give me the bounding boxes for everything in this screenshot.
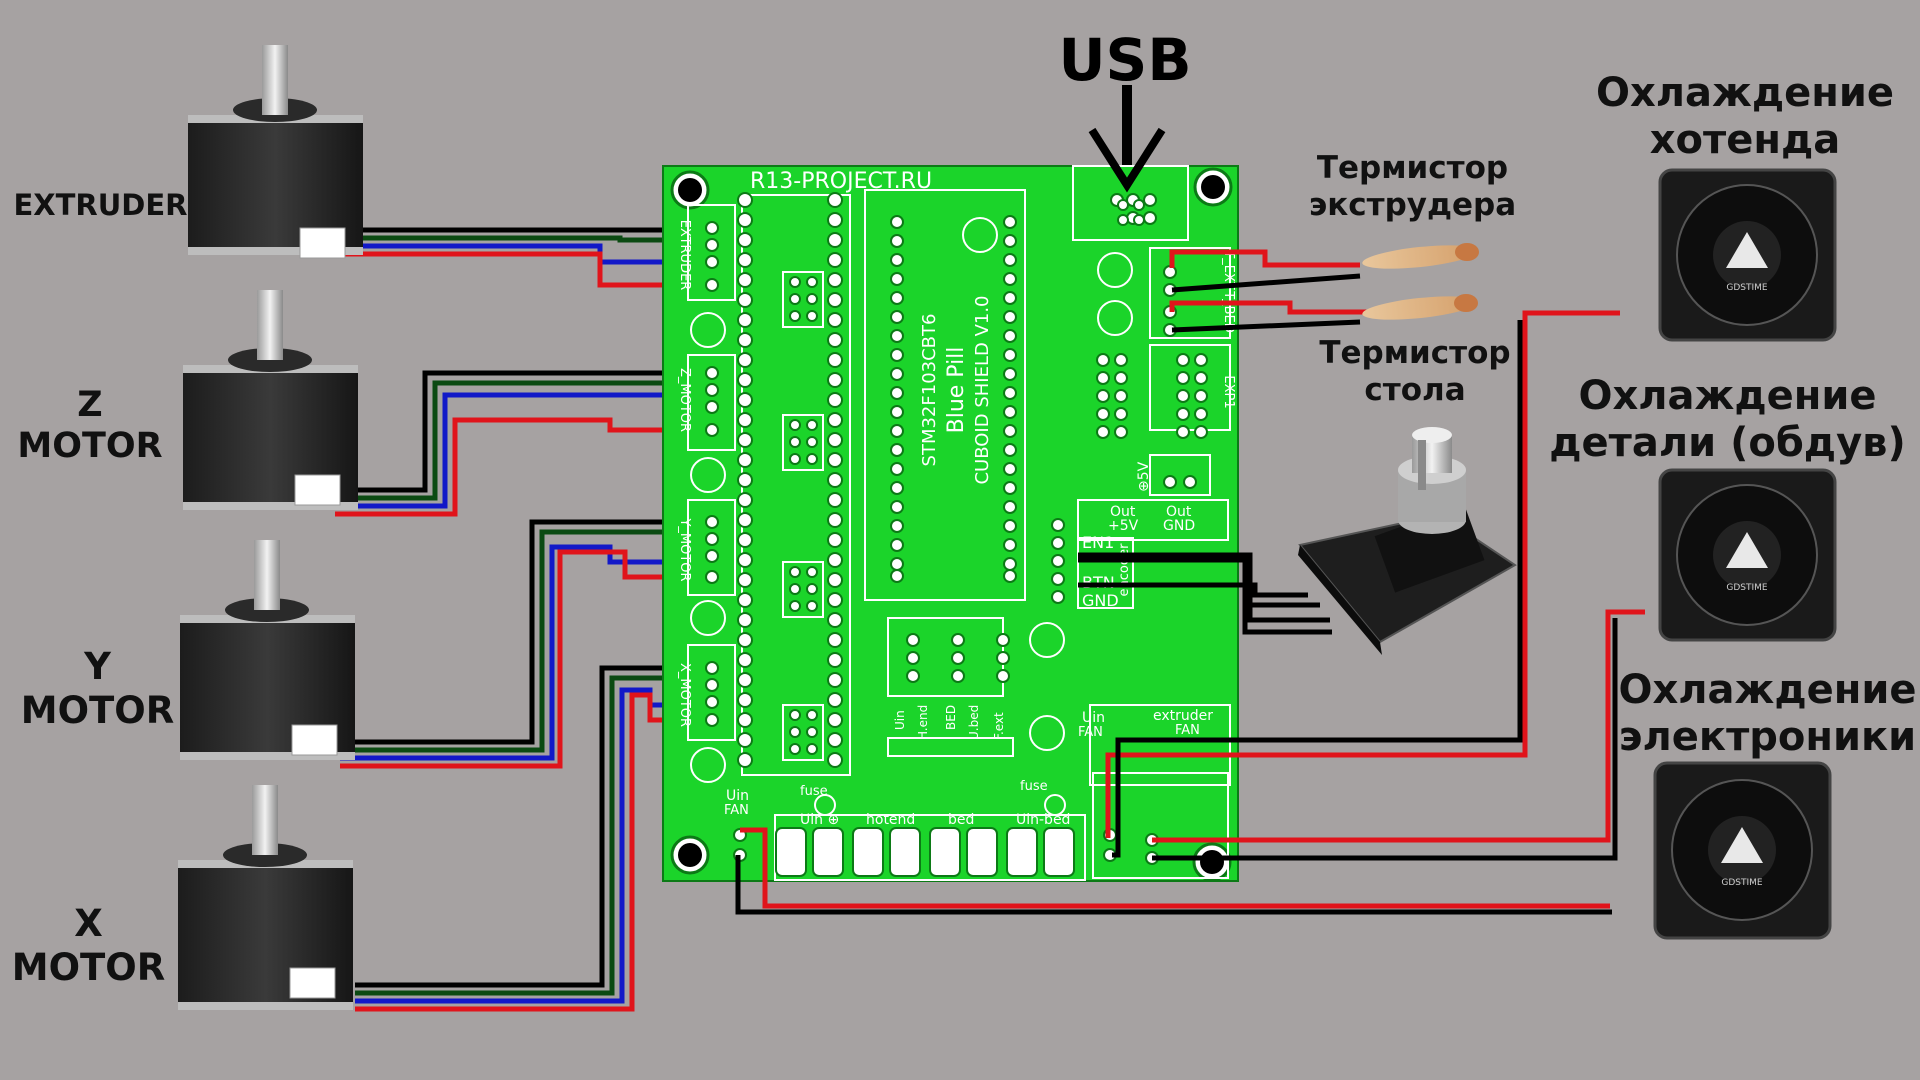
usb-arrow: USB bbox=[1058, 26, 1192, 193]
extruder-motor bbox=[188, 45, 363, 259]
bluepill-title: Blue Pill bbox=[944, 347, 969, 434]
motor-label-y: Y MOTOR bbox=[10, 645, 185, 732]
driver-label-y: Y_MOTOR bbox=[677, 517, 692, 581]
fan-wires bbox=[735, 310, 1645, 915]
bluepill-line1: STM32F103CBT6 bbox=[919, 314, 940, 467]
uin-fan-label-b: FAN bbox=[1078, 725, 1103, 740]
thermistor-label-line: экструдера bbox=[1308, 186, 1517, 223]
vert-label-bed: BED bbox=[944, 705, 958, 730]
uin-fan-label-a: Uin bbox=[1082, 710, 1105, 726]
motor-label-z: Z MOTOR bbox=[10, 385, 170, 468]
fan-label-part: Охлаждение детали (обдув) bbox=[1540, 373, 1915, 467]
motor-label-line: X bbox=[74, 902, 103, 945]
fuse-label: fuse bbox=[800, 784, 828, 799]
motor-label-line: EXTRUDER bbox=[13, 188, 188, 222]
motor-label-x: X MOTOR bbox=[6, 902, 171, 989]
vert-label-hend: H.end bbox=[916, 705, 930, 740]
fan-label-line: Охлаждение bbox=[1618, 667, 1917, 713]
vert-label-ubed: U.bed bbox=[967, 705, 981, 740]
exp1-label: EXP1 bbox=[1221, 375, 1236, 408]
motor-label-line: Z bbox=[77, 385, 103, 425]
thermistor-bed bbox=[1169, 294, 1478, 333]
fan-brand-label: GDSTIME bbox=[1726, 583, 1768, 593]
fan-label-line: Охлаждение bbox=[1578, 373, 1877, 419]
motor-connectors bbox=[705, 221, 719, 727]
motor-label-line: MOTOR bbox=[11, 945, 166, 989]
uin-bed-label: Uin-bed bbox=[1016, 812, 1070, 828]
t-ext-label: T_EXT bbox=[1221, 249, 1236, 289]
fan-hotend: GDSTIME bbox=[1658, 168, 1837, 342]
fan-brand-label: GDSTIME bbox=[1721, 878, 1763, 888]
vert-label-uin: Uin bbox=[893, 710, 907, 730]
thermistor-label-line: стола bbox=[1364, 371, 1466, 408]
fan-label-line: Охлаждение bbox=[1595, 70, 1895, 116]
fan-brand-label: GDSTIME bbox=[1726, 283, 1768, 293]
bluepill-line2: CUBOID SHIELD V1.0 bbox=[972, 295, 993, 484]
control-board: R13-PROJECT.RU Blue Pill STM32F103CBT6 C… bbox=[662, 165, 1239, 882]
motor-label-line: Y bbox=[84, 645, 111, 688]
out-gnd-label-b: GND bbox=[1163, 518, 1195, 534]
out-5v-label-a: Out bbox=[1110, 504, 1136, 520]
motor-label-line: MOTOR bbox=[17, 426, 163, 467]
bed-label: bed bbox=[948, 812, 974, 828]
bluepill-headers bbox=[890, 215, 1017, 583]
thermistor-label-line: Термистор bbox=[1319, 335, 1511, 371]
fuse2-label: fuse bbox=[1020, 779, 1048, 794]
out-5v-label-b: +5V bbox=[1108, 518, 1139, 534]
fan-label-line: электроники bbox=[1618, 714, 1917, 761]
encoder-board-label: encoder bbox=[1117, 543, 1132, 597]
en1-label: EN1 bbox=[1082, 533, 1114, 552]
vert-label-fext: F.ext bbox=[992, 712, 1006, 740]
out-gnd-label-a: Out bbox=[1166, 504, 1192, 520]
extruder-fan-label-b: FAN bbox=[1175, 723, 1200, 738]
fan-electronics: GDSTIME bbox=[1653, 761, 1832, 940]
extruder-fan-label-a: extruder bbox=[1153, 708, 1213, 724]
thermistor-label-line: Термистор bbox=[1316, 150, 1509, 186]
board-name: R13-PROJECT.RU bbox=[750, 169, 932, 194]
rotary-encoder bbox=[1078, 427, 1517, 655]
driver-label-extruder: EXTRUDER bbox=[677, 220, 692, 291]
usb-title: USB bbox=[1058, 26, 1191, 94]
extruder-motor-wires bbox=[345, 222, 705, 288]
x-motor-wires bbox=[355, 665, 710, 1012]
y-motor-wires bbox=[340, 519, 710, 769]
x-motor bbox=[178, 785, 353, 1010]
fan-label-line: детали (обдув) bbox=[1549, 420, 1906, 467]
motor-label-line: MOTOR bbox=[20, 688, 175, 732]
fan-label-electronics: Охлаждение электроники bbox=[1615, 667, 1920, 761]
bottom-uin-label-b: FAN bbox=[724, 803, 749, 818]
driver-headers bbox=[737, 192, 843, 768]
hotend-label: hotend bbox=[866, 812, 915, 828]
fan-part: GDSTIME bbox=[1658, 468, 1837, 642]
driver-label-z: Z_MOTOR bbox=[677, 368, 692, 432]
driver-label-x: X_MOTOR bbox=[677, 663, 692, 727]
gnd-label: GND bbox=[1082, 591, 1119, 610]
thermistor-label-bed: Термистор стола bbox=[1300, 335, 1530, 408]
z-motor bbox=[183, 290, 358, 510]
thermistor-label-extruder: Термистор экструдера bbox=[1275, 150, 1550, 223]
encoder-header bbox=[1051, 518, 1065, 604]
z-motor-wires bbox=[335, 370, 710, 517]
plus5v-label: ⊕5V bbox=[1136, 461, 1152, 492]
thermistor-extruder bbox=[1169, 243, 1479, 293]
fan-label-hotend: Охлаждение хотенда bbox=[1575, 70, 1915, 164]
bottom-uin-label-a: Uin bbox=[726, 788, 749, 804]
motor-label-extruder: EXTRUDER bbox=[8, 188, 193, 222]
uin-plus-label: Uin ⊕ bbox=[800, 812, 839, 828]
fan-label-line: хотенда bbox=[1649, 117, 1841, 164]
y-motor bbox=[180, 540, 355, 760]
